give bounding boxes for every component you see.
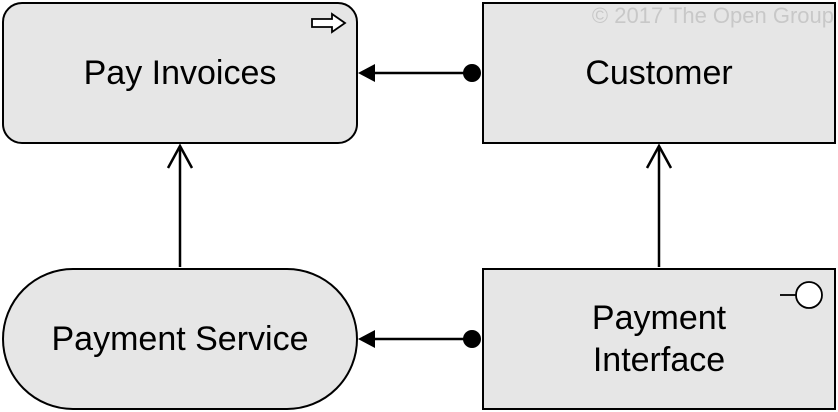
open-arrowhead-icon xyxy=(166,143,194,169)
customer-node[interactable]: Customer xyxy=(482,2,836,144)
edge-interface-to-service xyxy=(358,330,481,348)
edge-interface-to-customer xyxy=(645,143,673,267)
pay-invoices-label: Pay Invoices xyxy=(83,54,277,92)
process-arrow-icon xyxy=(311,12,347,34)
arrowhead-icon xyxy=(358,330,375,348)
assignment-dot-icon xyxy=(463,64,481,82)
arrowhead-icon xyxy=(358,64,375,82)
copyright-watermark: © 2017 The Open Group xyxy=(591,3,834,28)
payment-service-node[interactable]: Payment Service xyxy=(2,268,358,410)
payment-service-label: Payment Service xyxy=(51,320,309,358)
pay-invoices-node[interactable]: Pay Invoices xyxy=(2,2,358,144)
assignment-dot-icon xyxy=(463,330,481,348)
edge-service-to-pay-invoices xyxy=(166,143,194,267)
payment-interface-label: Payment Interface xyxy=(591,299,727,379)
open-arrowhead-icon xyxy=(645,143,673,169)
payment-interface-node[interactable]: Payment Interface xyxy=(482,268,836,410)
edge-customer-to-pay-invoices xyxy=(358,64,481,82)
customer-label: Customer xyxy=(585,54,733,92)
interface-lollipop-icon xyxy=(780,281,823,309)
